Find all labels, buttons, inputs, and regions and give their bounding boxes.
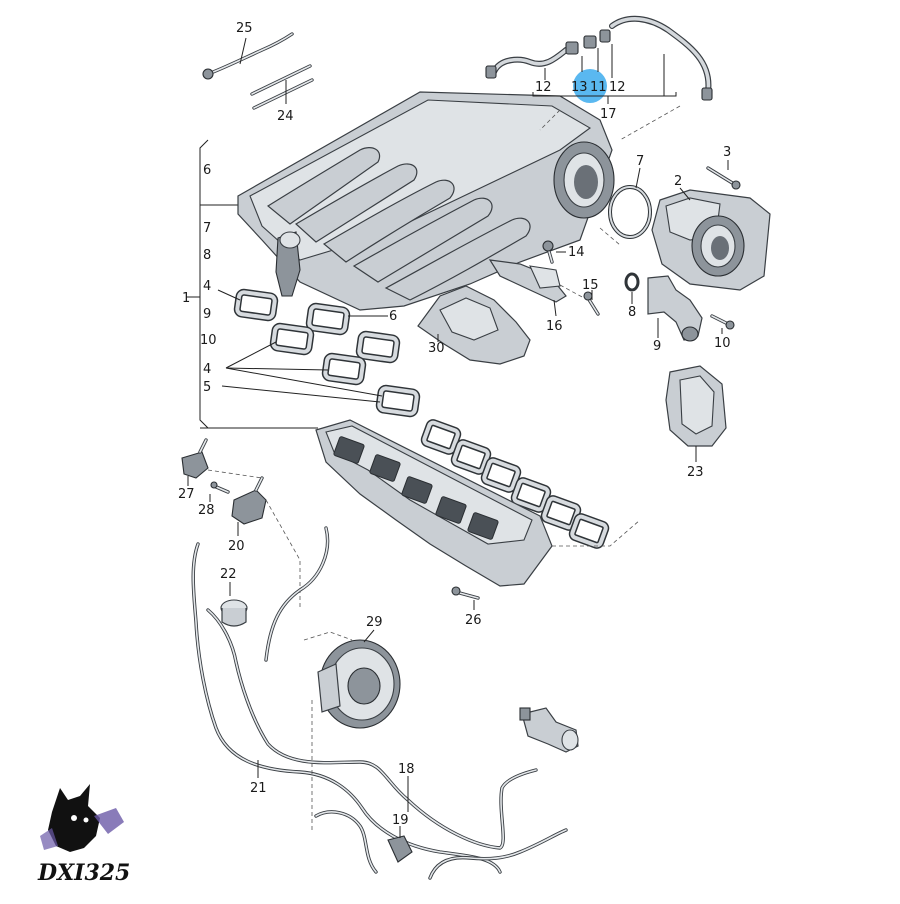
callout-29: 29 <box>366 615 383 630</box>
callout-15: 15 <box>582 278 599 293</box>
coolant-elbow <box>624 272 735 342</box>
callout-23: 23 <box>687 465 704 480</box>
callout-4-top: 4 <box>203 279 211 294</box>
callout-10-bracket: 10 <box>200 333 217 348</box>
throttle-body <box>599 160 771 291</box>
watermark: DXI325 <box>37 784 130 886</box>
callout-14: 14 <box>568 245 585 260</box>
vacuum-valve <box>519 707 579 753</box>
callout-6-bracket: 6 <box>203 163 211 178</box>
callout-12-right: 12 <box>609 80 626 95</box>
callout-4-mid: 4 <box>203 362 211 377</box>
callout-20: 20 <box>228 539 245 554</box>
breather-hoses <box>485 15 713 141</box>
lower-intake-manifold <box>315 419 641 610</box>
callout-3: 3 <box>723 145 731 160</box>
cover-part <box>665 365 727 462</box>
callout-1: 1 <box>182 291 190 306</box>
callout-10-bolt: 10 <box>714 336 731 351</box>
wolf-head-icon <box>40 784 124 852</box>
callout-13: 13 <box>571 80 588 95</box>
highlight-marker <box>573 69 607 103</box>
pulley-pump <box>303 629 401 729</box>
callout-12-left: 12 <box>535 80 552 95</box>
callout-18: 18 <box>398 762 415 777</box>
callout-7-oring: 7 <box>636 154 644 169</box>
sensors-left <box>181 438 301 627</box>
upper-intake-manifold <box>237 91 615 311</box>
callout-27: 27 <box>178 487 195 502</box>
callout-labels: 1 2 3 4 4 5 6 6 7 7 8 8 9 9 10 10 11 12 … <box>178 21 731 828</box>
callout-26: 26 <box>465 613 482 628</box>
port-gaskets <box>217 288 421 418</box>
callout-25: 25 <box>236 21 253 36</box>
callout-16: 16 <box>546 319 563 334</box>
heat-shields <box>417 240 600 365</box>
callout-22: 22 <box>220 567 237 582</box>
callout-30: 30 <box>428 341 445 356</box>
callout-9-bracket: 9 <box>203 307 211 322</box>
callout-24: 24 <box>277 109 294 124</box>
callout-28: 28 <box>198 503 215 518</box>
callout-5: 5 <box>203 380 211 395</box>
vacuum-lines <box>191 526 568 880</box>
group-bracket-1 <box>186 139 318 429</box>
callout-2: 2 <box>674 174 682 189</box>
callout-9-elbow: 9 <box>653 339 661 354</box>
callout-11: 11 <box>590 80 607 95</box>
callout-17: 17 <box>600 107 617 122</box>
lower-gasket-strip <box>420 419 610 549</box>
callout-6-gasket: 6 <box>389 309 397 324</box>
sensor-wires <box>202 32 314 110</box>
callout-21: 21 <box>250 781 267 796</box>
callout-7-bracket: 7 <box>203 221 211 236</box>
callout-8-clamp: 8 <box>628 305 636 320</box>
callout-19: 19 <box>392 813 409 828</box>
watermark-text: DXI325 <box>37 860 130 886</box>
callout-8-bracket: 8 <box>203 248 211 263</box>
